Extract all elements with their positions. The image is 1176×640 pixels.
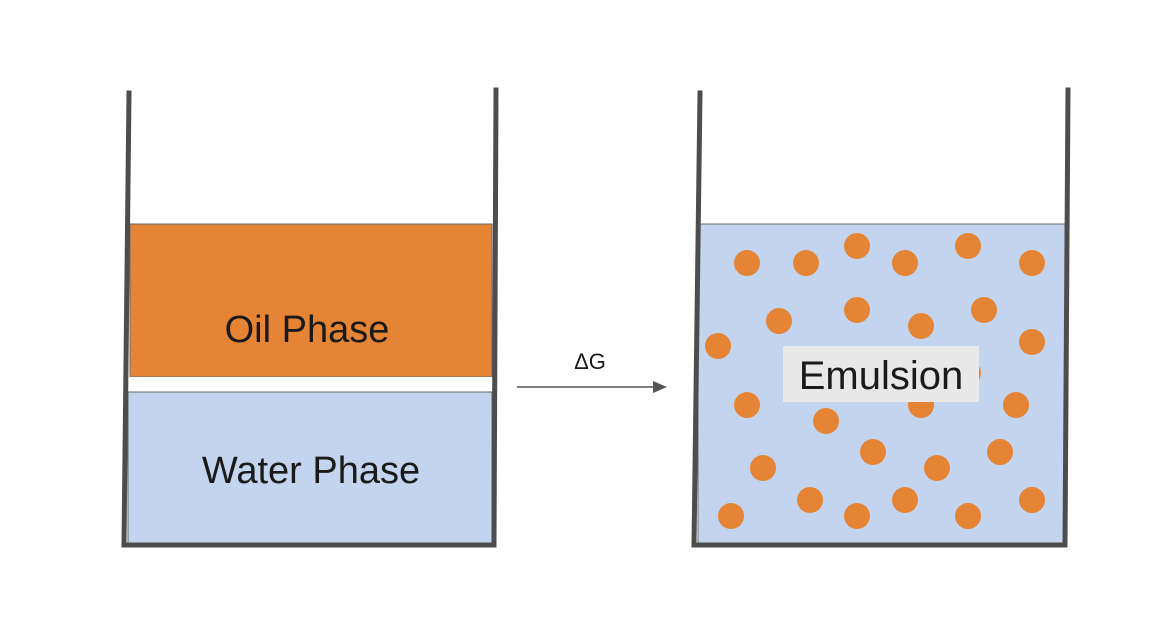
oil-droplet xyxy=(924,455,950,481)
emulsion-label-background xyxy=(783,346,979,402)
water-phase-layer xyxy=(127,391,493,545)
oil-droplet xyxy=(750,455,776,481)
oil-droplet xyxy=(892,487,918,513)
oil-droplet xyxy=(734,392,760,418)
oil-droplet xyxy=(1019,250,1045,276)
oil-droplet xyxy=(987,439,1013,465)
emulsion-label: Emulsion xyxy=(799,354,964,398)
oil-droplet xyxy=(705,333,731,359)
oil-droplet xyxy=(766,308,792,334)
oil-phase-layer xyxy=(129,223,493,378)
phase-gap xyxy=(130,377,492,392)
oil-droplet xyxy=(844,233,870,259)
oil-droplet xyxy=(1019,329,1045,355)
oil-droplet xyxy=(1019,487,1045,513)
right-beaker-outline xyxy=(691,87,1071,548)
oil-droplet xyxy=(971,297,997,323)
oil-droplet xyxy=(844,503,870,529)
oil-droplet xyxy=(892,250,918,276)
oil-droplet xyxy=(718,503,744,529)
water-phase-label: Water Phase xyxy=(202,450,420,492)
left-beaker: Oil Phase Water Phase xyxy=(121,87,499,548)
oil-droplet xyxy=(844,297,870,323)
right-beaker: Emulsion xyxy=(691,87,1071,548)
oil-phase-label: Oil Phase xyxy=(225,309,390,351)
oil-droplet xyxy=(797,487,823,513)
oil-droplet xyxy=(955,233,981,259)
left-beaker-outline xyxy=(121,87,499,548)
process-arrow: ΔG xyxy=(517,349,667,393)
oil-droplet xyxy=(955,503,981,529)
oil-droplet xyxy=(908,313,934,339)
oil-droplet xyxy=(1003,392,1029,418)
oil-droplet xyxy=(860,439,886,465)
arrow-head xyxy=(653,381,667,393)
delta-g-label: ΔG xyxy=(574,349,606,374)
oil-droplet xyxy=(793,250,819,276)
oil-droplet xyxy=(734,250,760,276)
oil-droplet xyxy=(813,408,839,434)
